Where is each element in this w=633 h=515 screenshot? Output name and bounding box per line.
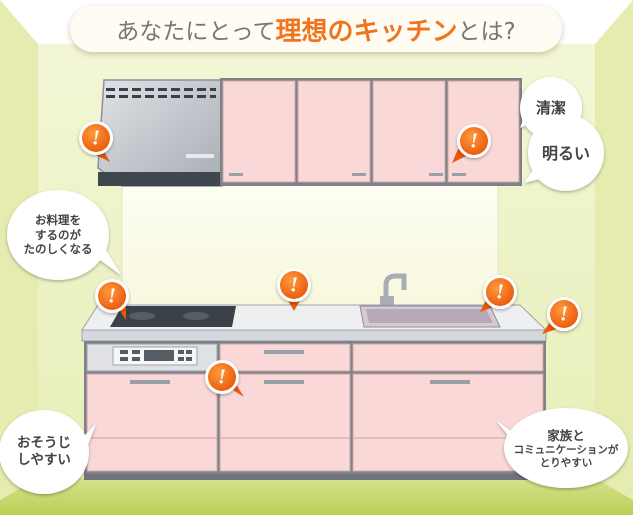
lower-cabinets bbox=[84, 341, 546, 480]
bubble-family-shape bbox=[496, 408, 628, 488]
bubble-clean-text: 清潔 bbox=[535, 98, 566, 117]
bubble-bright: 明るい bbox=[530, 138, 602, 170]
exclamation-marker-icon: ! bbox=[542, 297, 581, 334]
svg-text:!: ! bbox=[108, 284, 116, 308]
range-hood-icon bbox=[97, 79, 223, 187]
exclamation-markers: ! ! ! ! ! ! ! bbox=[79, 121, 581, 397]
bubble-cleaning-line1: おそうじ bbox=[17, 435, 71, 452]
svg-text:!: ! bbox=[470, 129, 478, 153]
bubble-family: 家族と コミュニケーションが とりやすい bbox=[504, 424, 628, 474]
bubble-cooking-shape bbox=[7, 190, 122, 280]
exclamation-marker-icon: ! bbox=[79, 121, 113, 162]
right-wall bbox=[595, 0, 633, 500]
svg-text:!: ! bbox=[496, 280, 504, 304]
page-title: あなたにとって理想のキッチンとは? bbox=[70, 6, 562, 52]
bubble-cleaning: おそうじ しやすい bbox=[2, 430, 86, 474]
bubble-cooking-line1: お料理を bbox=[35, 213, 81, 228]
bubble-bright-text: 明るい bbox=[541, 144, 590, 163]
bubble-cooking: お料理を するのが たのしくなる bbox=[8, 204, 108, 266]
bubble-family-line2: コミュニケーションが bbox=[513, 443, 619, 456]
title-part1: あなたにとって bbox=[116, 19, 276, 45]
bubble-family-line1: 家族と bbox=[547, 428, 585, 444]
svg-text:!: ! bbox=[290, 273, 298, 297]
sink-icon bbox=[359, 305, 501, 328]
svg-text:!: ! bbox=[560, 302, 568, 326]
bubble-clean: 清潔 bbox=[522, 92, 580, 124]
exclamation-marker-icon: ! bbox=[277, 268, 311, 311]
exclamation-marker-icon: ! bbox=[452, 124, 491, 163]
bubble-family-line3: とりやすい bbox=[539, 456, 593, 469]
bubble-cooking-line3: たのしくなる bbox=[23, 242, 93, 257]
ih-stovetop-icon bbox=[110, 306, 236, 327]
bubble-cleaning-line2: しやすい bbox=[17, 452, 71, 468]
backsplash bbox=[121, 183, 499, 311]
bubble-cleaning-shape bbox=[0, 410, 96, 494]
floor bbox=[0, 478, 633, 515]
exclamation-marker-icon: ! bbox=[95, 279, 129, 320]
exclamation-marker-icon: ! bbox=[480, 275, 517, 312]
title-emphasis: 理想のキッチン bbox=[275, 16, 458, 47]
faucet-icon bbox=[380, 273, 407, 305]
exclamation-marker-icon: ! bbox=[205, 360, 244, 397]
svg-text:!: ! bbox=[218, 365, 226, 389]
svg-text:!: ! bbox=[92, 126, 100, 150]
bubble-bright-shape bbox=[524, 115, 604, 191]
bubble-cooking-line2: するのが bbox=[35, 227, 81, 242]
title-part2: とは? bbox=[457, 19, 516, 45]
upper-cabinets bbox=[220, 78, 522, 186]
